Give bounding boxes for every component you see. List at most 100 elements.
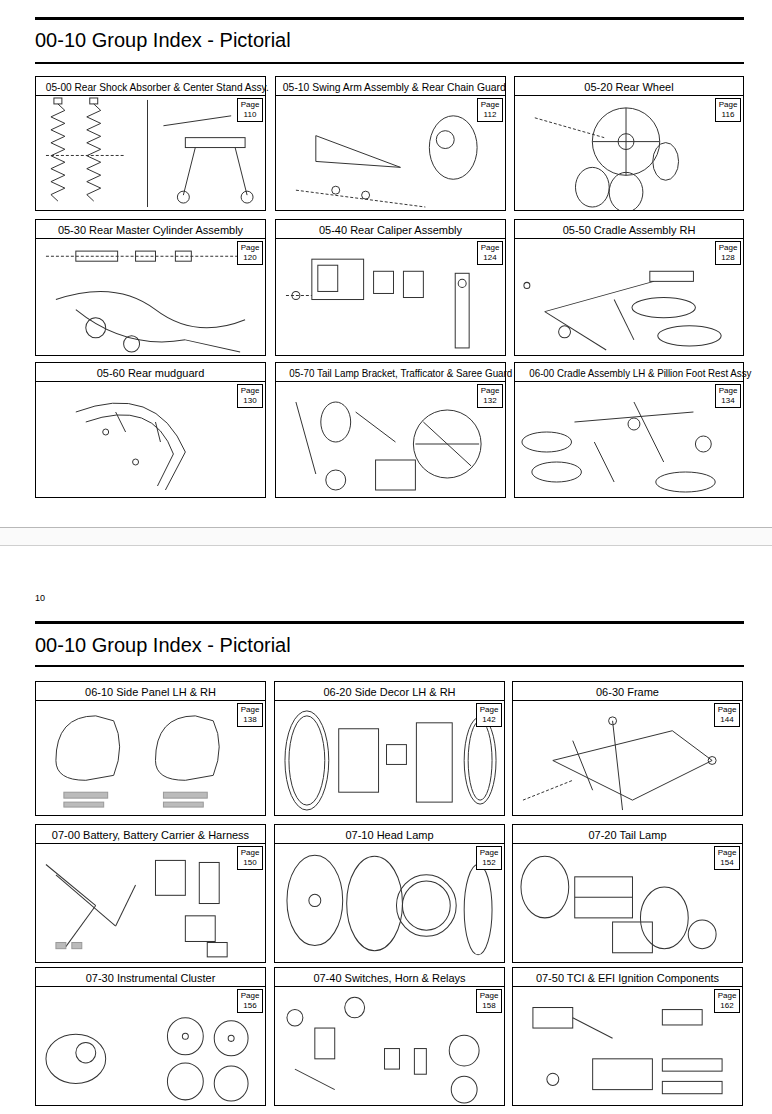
cell-header: 07-50 TCI & EFI Ignition Components (513, 968, 742, 987)
page-number: 138 (240, 715, 260, 725)
page-ref-box: Page134 (715, 384, 741, 408)
part-drawing (287, 1010, 303, 1026)
page-label: Page (240, 848, 260, 858)
part-drawing (175, 251, 191, 261)
page-ref-box: Page144 (714, 703, 740, 727)
part-drawing (533, 1008, 573, 1029)
part-drawing (296, 402, 316, 474)
part-illustration (36, 844, 265, 962)
part-drawing (214, 1066, 248, 1101)
part-drawing (339, 729, 379, 792)
part-drawing (387, 745, 407, 765)
page-label: Page (480, 243, 500, 253)
part-drawing (332, 186, 340, 194)
part-drawing (609, 717, 617, 725)
part-drawing (167, 1063, 203, 1100)
index-cell: 05-40 Rear Caliper AssemblyPage124 (275, 219, 506, 356)
part-drawing (413, 410, 481, 478)
part-drawing (315, 136, 316, 162)
part-drawing (592, 108, 659, 175)
page-number: 154 (717, 858, 737, 868)
page-label: Page (717, 848, 737, 858)
page-number: 150 (240, 858, 260, 868)
part-drawing (185, 916, 215, 942)
page-number: 156 (240, 1001, 260, 1011)
page-label: Page (717, 705, 737, 715)
part-drawing (163, 792, 207, 798)
part-illustration (275, 987, 504, 1105)
page-ref-box: Page162 (714, 989, 740, 1013)
part-drawing (414, 1049, 426, 1075)
part-illustration (513, 987, 742, 1105)
part-drawing (133, 459, 139, 465)
part-drawing (177, 191, 189, 203)
part-drawing (640, 887, 688, 949)
part-drawing (573, 1018, 613, 1039)
index-cell: 07-40 Switches, Horn & RelaysPage158 (274, 967, 505, 1106)
page-number: 128 (718, 253, 738, 263)
page-number: 10 (35, 593, 45, 604)
cell-header: 07-00 Battery, Battery Carrier & Harness (36, 825, 265, 844)
cell-header: 05-40 Rear Caliper Assembly (276, 220, 505, 239)
page-ref-box: Page120 (237, 241, 263, 265)
page-number: 120 (240, 253, 260, 263)
cell-header: 05-10 Swing Arm Assembly & Rear Chain Gu… (276, 77, 505, 96)
part-drawing (402, 881, 450, 930)
part-drawing (56, 943, 66, 949)
index-cell: 05-00 Rear Shock Absorber & Center Stand… (35, 76, 266, 211)
group-title: 05-70 Tail Lamp Bracket, Trafficator & S… (289, 364, 512, 382)
cell-header: 06-20 Side Decor LH & RH (275, 682, 504, 701)
part-illustration (276, 239, 505, 355)
part-illustration (36, 382, 265, 497)
page-label: Page (480, 386, 500, 396)
part-drawing (594, 442, 614, 482)
part-drawing (46, 865, 96, 906)
index-cell: 07-50 TCI & EFI Ignition ComponentsPage1… (512, 967, 743, 1106)
cell-header: 07-10 Head Lamp (275, 825, 504, 844)
group-title: 06-30 Frame (596, 683, 659, 701)
cell-header: 06-30 Frame (513, 682, 742, 701)
part-drawing (295, 1069, 335, 1090)
part-drawing (124, 336, 140, 352)
page-ref-box: Page112 (477, 98, 503, 122)
part-illustration (513, 701, 742, 815)
cell-header: 06-10 Side Panel LH & RH (36, 682, 265, 701)
page-number: 134 (718, 396, 738, 406)
index-cell: 05-60 Rear mudguardPage130 (35, 362, 266, 498)
part-drawing (56, 875, 116, 926)
part-drawing (574, 412, 693, 422)
part-drawing (573, 741, 593, 791)
part-drawing (155, 860, 185, 895)
part-drawing (385, 1049, 400, 1070)
page-number: 158 (479, 1001, 499, 1011)
part-drawing (345, 997, 365, 1018)
page-label: Page (718, 100, 738, 110)
heading-rule (35, 62, 744, 64)
group-title: 07-20 Tail Lamp (588, 826, 666, 844)
part-illustration (515, 382, 743, 497)
part-drawing (64, 802, 104, 807)
part-drawing (592, 141, 659, 142)
page-label: Page (479, 991, 499, 1001)
part-drawing (312, 259, 364, 299)
part-drawing (396, 875, 456, 937)
cell-header: 07-30 Instrumental Cluster (36, 968, 265, 987)
part-drawing (524, 282, 530, 288)
part-drawing (46, 155, 126, 156)
group-title: 05-20 Rear Wheel (584, 78, 673, 96)
part-drawing (214, 1021, 248, 1056)
part-drawing (449, 1035, 479, 1066)
part-drawing (46, 256, 245, 257)
page-ref-box: Page142 (476, 703, 502, 727)
part-drawing (650, 271, 694, 281)
part-drawing (76, 403, 186, 490)
index-cell: 05-70 Tail Lamp Bracket, Trafficator & S… (275, 362, 506, 498)
page-label: Page (240, 991, 260, 1001)
index-cell: 06-10 Side Panel LH & RHPage138 (35, 681, 266, 816)
page-number: 116 (718, 110, 738, 120)
cell-header: 05-60 Rear mudguard (36, 363, 265, 382)
part-drawing (155, 422, 160, 442)
cell-header: 05-00 Rear Shock Absorber & Center Stand… (36, 77, 265, 96)
page-ref-box: Page152 (476, 846, 502, 870)
part-drawing (228, 1035, 234, 1041)
